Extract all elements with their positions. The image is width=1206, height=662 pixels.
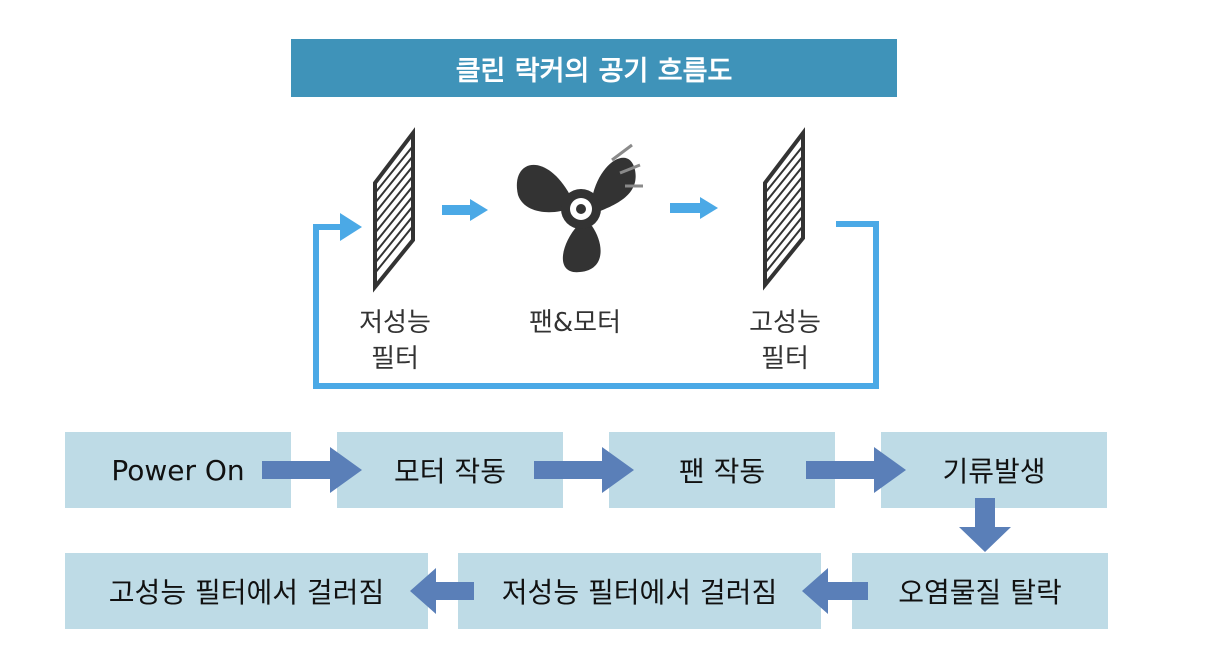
high-filter-label: 고성능 필터 [749, 308, 821, 374]
low-filter-label: 저성능 필터 [359, 308, 431, 374]
step-airflow: 기류발생 [881, 432, 1107, 508]
fan-motor-label: 팬&모터 [528, 308, 622, 338]
return-air-loop [313, 221, 879, 389]
step-motor-run: 모터 작동 [337, 432, 563, 508]
diagram-title: 클린 락커의 공기 흐름도 [291, 39, 897, 97]
loop-arrowhead [340, 213, 362, 241]
airflow-diagram [313, 127, 879, 389]
step-low-filter: 저성능 필터에서 걸러짐 [458, 553, 821, 629]
high-filter-icon [763, 127, 805, 291]
step-fan-run: 팬 작동 [609, 432, 835, 508]
step-high-filter: 고성능 필터에서 걸러짐 [65, 553, 428, 629]
fan-icon [516, 143, 643, 273]
flow-arrow-1 [442, 199, 488, 221]
step-power-on: Power On [65, 432, 291, 508]
flow-arrow-2 [670, 197, 718, 219]
low-filter-icon [373, 127, 415, 293]
step-contaminant-release: 오염물질 탈락 [852, 553, 1108, 629]
